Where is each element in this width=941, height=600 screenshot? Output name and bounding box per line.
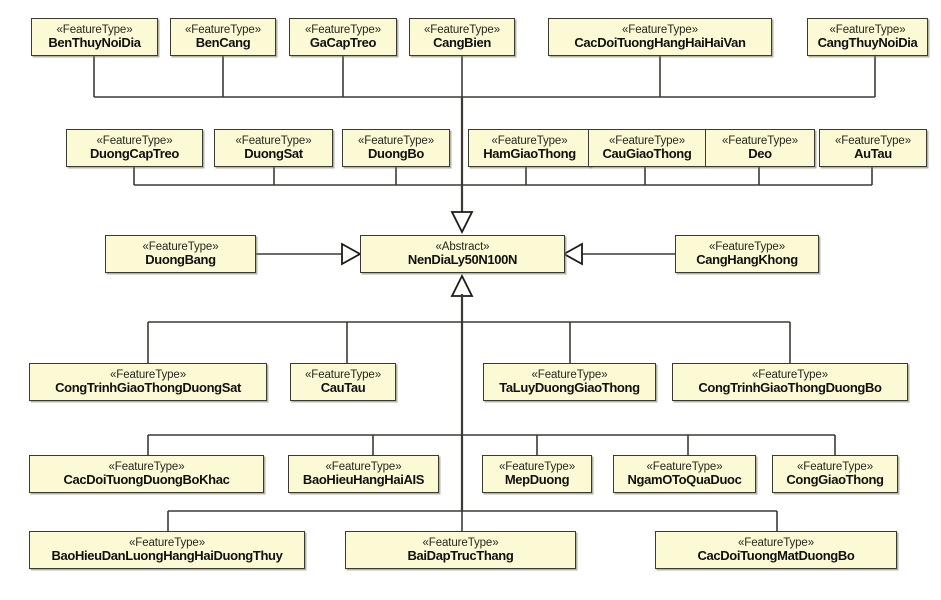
node-ngamotoquaduoc[interactable]: «FeatureType» NgamOToQuaDuoc (613, 455, 756, 493)
stereotype-label: «FeatureType» (325, 461, 402, 474)
stereotype-label: «FeatureType» (422, 537, 499, 550)
stereotype-label: «FeatureType» (96, 135, 173, 148)
class-name: CangHangKhong (696, 252, 798, 268)
node-autau[interactable]: «FeatureType» AuTau (819, 129, 927, 167)
stereotype-label: «FeatureType» (184, 24, 262, 37)
class-name: DuongCapTreo (90, 146, 179, 162)
stereotype-label: «FeatureType» (829, 24, 906, 37)
class-name: GaCapTreo (309, 35, 377, 51)
node-gacaptreo[interactable]: «FeatureType» GaCapTreo (289, 18, 397, 56)
node-taluyduonggiaothong[interactable]: «FeatureType» TaLuyDuongGiaoThong (483, 363, 656, 401)
node-deo[interactable]: «FeatureType» Deo (705, 129, 815, 167)
class-name: NgamOToQuaDuoc (627, 472, 742, 488)
class-name: CongTrinhGiaoThongDuongBo (698, 380, 882, 396)
stereotype-label: «FeatureType» (796, 461, 874, 474)
class-name: BaoHieuDanLuongHangHaiDuongThuy (51, 548, 283, 564)
stereotype-label: «FeatureType» (721, 135, 799, 148)
node-canghangkhong[interactable]: «FeatureType» CangHangKhong (675, 235, 819, 273)
class-name: CacDoiTuongHangHaiHaiVan (574, 35, 746, 51)
stereotype-label: «FeatureType» (834, 135, 912, 148)
node-cautau[interactable]: «FeatureType» CauTau (290, 363, 396, 401)
stereotype-label: «FeatureType» (737, 537, 815, 550)
class-name: BenCang (195, 35, 251, 51)
node-conggiaothong[interactable]: «FeatureType» CongGiaoThong (772, 455, 898, 493)
stereotype-label: «FeatureType» (498, 461, 576, 474)
class-name: MepDuong (504, 472, 570, 488)
node-cacdoituongduongbokhac[interactable]: «FeatureType» CacDoiTuongDuongBoKhac (29, 455, 264, 493)
class-name: AuTau (854, 146, 892, 162)
stereotype-label: «FeatureType» (142, 241, 219, 254)
node-nendialy50n100n-abstract-root[interactable]: «Abstract» NenDiaLy50N100N (360, 235, 565, 273)
stereotype-label: «FeatureType» (56, 24, 133, 37)
class-name: CacDoiTuongDuongBoKhac (63, 472, 230, 488)
node-duongbo[interactable]: «FeatureType» DuongBo (342, 129, 450, 167)
generalization-arrowhead-right (562, 242, 583, 266)
stereotype-label: «Abstract» (435, 241, 490, 254)
class-name: DuongBo (367, 146, 425, 162)
node-caugiaothong[interactable]: «FeatureType» CauGiaoThong (588, 129, 706, 167)
stereotype-label: «FeatureType» (751, 369, 829, 382)
stereotype-label: «FeatureType» (423, 24, 501, 37)
stereotype-label: «FeatureType» (608, 135, 686, 148)
stereotype-label: «FeatureType» (646, 461, 723, 474)
node-congtrinhgiaothongduongsat[interactable]: «FeatureType» CongTrinhGiaoThongDuongSat (29, 363, 267, 401)
stereotype-label: «FeatureType» (708, 241, 786, 254)
stereotype-label: «FeatureType» (357, 135, 435, 148)
stereotype-label: «FeatureType» (621, 24, 699, 37)
node-cangthuynoidia[interactable]: «FeatureType» CangThuyNoiDia (807, 18, 928, 56)
stereotype-label: «FeatureType» (109, 369, 187, 382)
class-name: Deo (748, 146, 772, 162)
stereotype-label: «FeatureType» (304, 24, 382, 37)
node-baohieudanluonghanghaiduongthuy[interactable]: «FeatureType» BaoHieuDanLuongHangHaiDuon… (29, 531, 305, 569)
node-baidaptructhang[interactable]: «FeatureType» BaiDapTrucThang (345, 531, 576, 569)
node-duongsat[interactable]: «FeatureType» DuongSat (214, 129, 333, 167)
class-name: BaiDapTrucThang (407, 548, 514, 564)
class-name: CongGiaoThong (786, 472, 884, 488)
node-cacdoituongmatduongbo[interactable]: «FeatureType» CacDoiTuongMatDuongBo (655, 531, 897, 569)
node-bencang[interactable]: «FeatureType» BenCang (170, 18, 276, 56)
generalization-arrowhead-left (341, 242, 362, 266)
class-name: BenThuyNoiDia (48, 35, 141, 51)
class-name: DuongBang (145, 252, 216, 268)
class-name: BaoHieuHangHaiAIS (302, 472, 425, 488)
node-hamgiaothong[interactable]: «FeatureType» HamGiaoThong (468, 129, 591, 167)
stereotype-label: «FeatureType» (531, 369, 608, 382)
class-name: DuongSat (244, 146, 303, 162)
node-mepduong[interactable]: «FeatureType» MepDuong (482, 455, 592, 493)
class-name: CauTau (320, 380, 366, 396)
class-name: HamGiaoThong (483, 146, 576, 162)
node-cangbien[interactable]: «FeatureType» CangBien (409, 18, 515, 56)
class-name: NenDiaLy50N100N (407, 252, 518, 268)
class-name: CacDoiTuongMatDuongBo (697, 548, 855, 564)
class-name: TaLuyDuongGiaoThong (499, 380, 640, 396)
node-duongbang[interactable]: «FeatureType» DuongBang (105, 235, 256, 273)
stereotype-label: «FeatureType» (491, 135, 568, 148)
stereotype-label: «FeatureType» (235, 135, 312, 148)
node-congtrinhgiaothongduongbo[interactable]: «FeatureType» CongTrinhGiaoThongDuongBo (672, 363, 908, 401)
node-baohieuhanghaiais[interactable]: «FeatureType» BaoHieuHangHaiAIS (288, 455, 439, 493)
class-name: CongTrinhGiaoThongDuongSat (55, 380, 241, 396)
generalization-arrowhead-bottom (450, 273, 474, 297)
node-duongcaptreo[interactable]: «FeatureType» DuongCapTreo (66, 129, 203, 167)
node-benthuynoidia[interactable]: «FeatureType» BenThuyNoiDia (31, 18, 158, 56)
generalization-arrowhead-top (450, 211, 474, 235)
stereotype-label: «FeatureType» (128, 537, 206, 550)
class-name: CauGiaoThong (602, 146, 692, 162)
node-cacdoituonghanghaihaivan[interactable]: «FeatureType» CacDoiTuongHangHaiHaiVan (548, 18, 772, 56)
class-name: CangBien (433, 35, 491, 51)
class-name: CangThuyNoiDia (817, 35, 918, 51)
stereotype-label: «FeatureType» (304, 369, 382, 382)
stereotype-label: «FeatureType» (108, 461, 185, 474)
